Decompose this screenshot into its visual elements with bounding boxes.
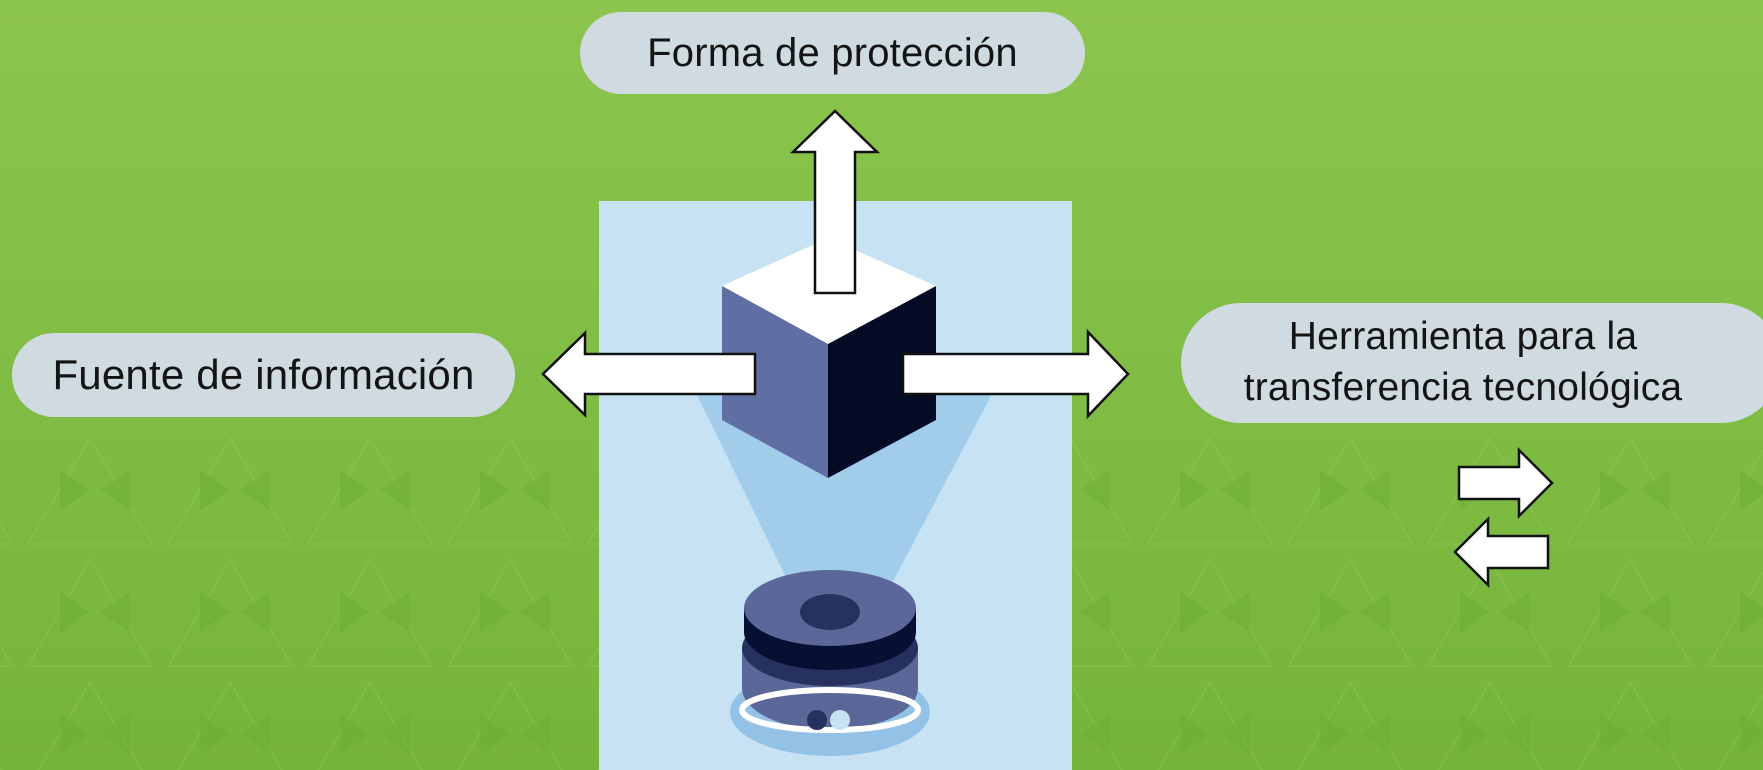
label-fuente-de-informacion: Fuente de información (12, 333, 515, 417)
label-herramienta-transferencia: Herramienta para la transferencia tecnol… (1181, 303, 1763, 423)
label-text: Forma de protección (647, 30, 1018, 75)
label-text-line1: Herramienta para la (1288, 315, 1638, 359)
arrow-right-icon (901, 328, 1130, 420)
arrow-left-icon (541, 330, 757, 418)
hologram-projector-icon (730, 570, 930, 756)
exchange-arrows-icon (1453, 446, 1554, 589)
label-text-line2: transferencia tecnológica (1243, 366, 1683, 409)
arrow-up-icon (789, 109, 881, 295)
label-text: Fuente de información (52, 351, 475, 398)
label-forma-de-proteccion: Forma de protección (580, 12, 1085, 94)
